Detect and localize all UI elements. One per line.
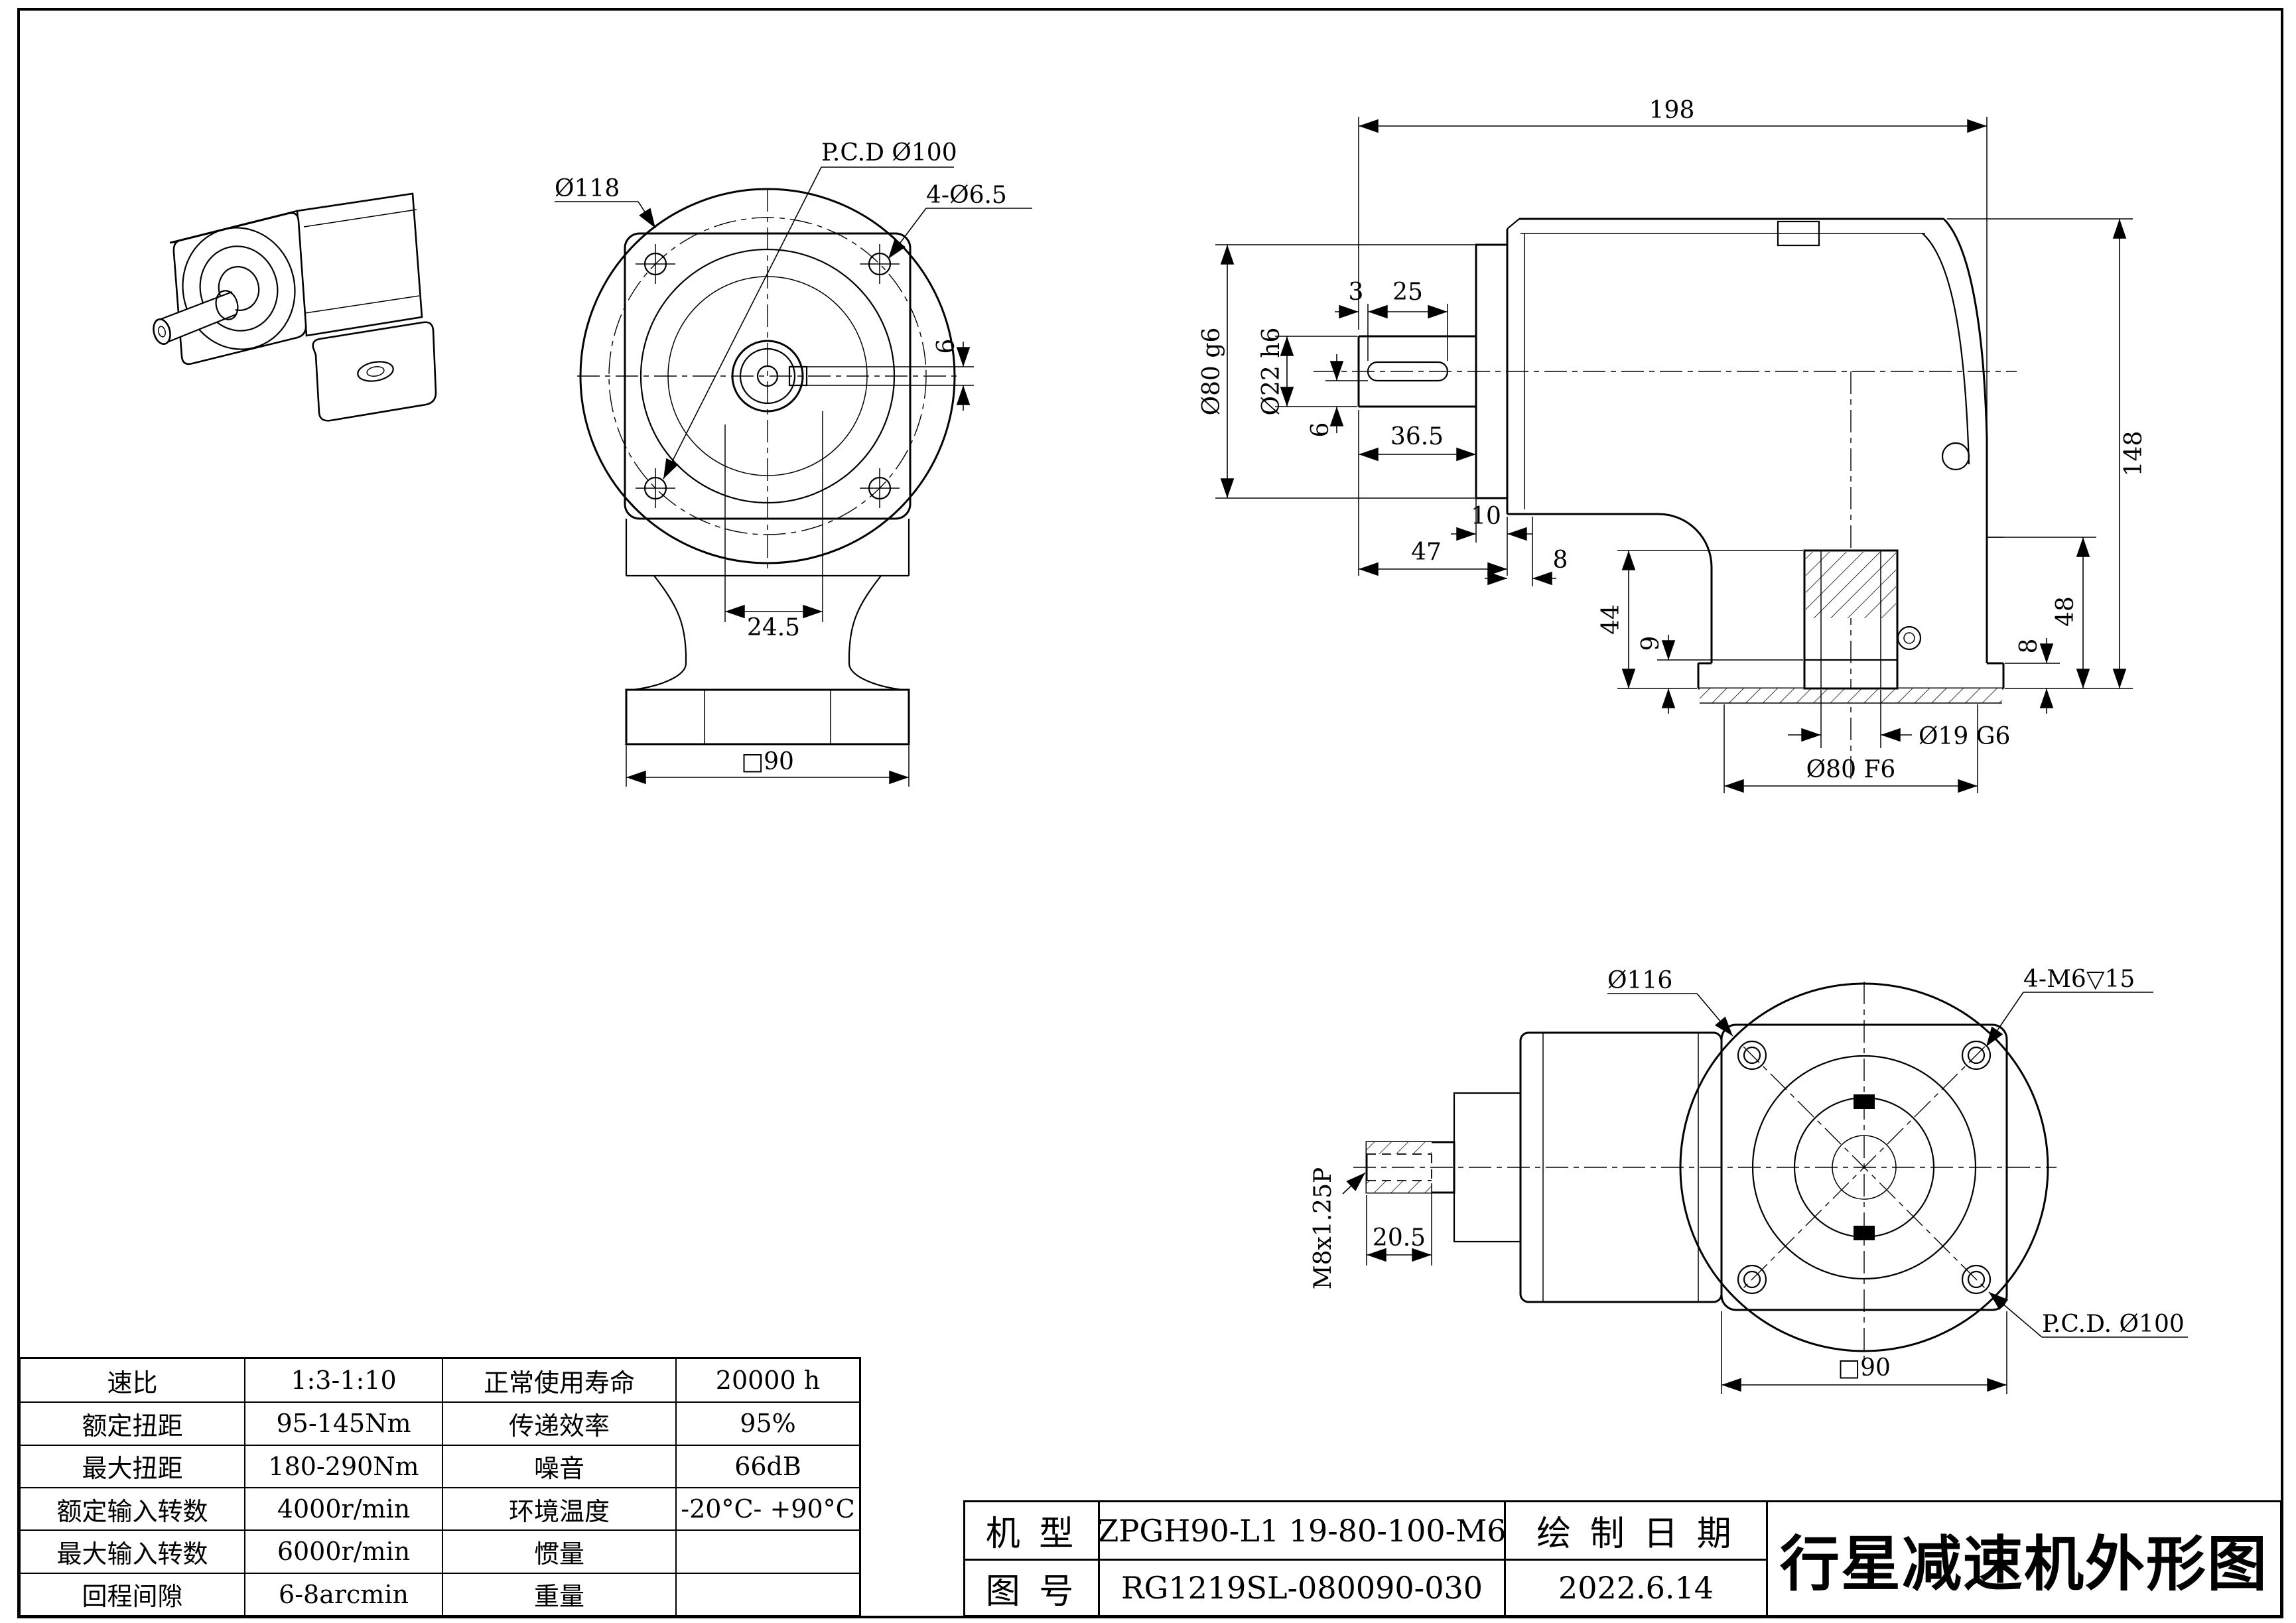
spec-label: 回程间隙 — [82, 1582, 183, 1612]
dim-square90-bottom: □90 — [1838, 1354, 1891, 1382]
spec-label: 最大输入转数 — [56, 1539, 208, 1569]
spec-label: 惯量 — [442, 1531, 675, 1573]
label-pcd100-bottom: P.C.D. Ø100 — [2042, 1311, 2185, 1338]
spec-label: 正常使用寿命 — [442, 1359, 675, 1402]
dim-dia22h6: Ø22 h6 — [1258, 328, 1285, 416]
bottom-view: Ø116 4-M6▽15 P.C.D. Ø100 M8x1.25P 20.5 □… — [1310, 966, 2188, 1394]
front-view: Ø118 P.C.D Ø100 4-Ø6.5 6 24.5 □90 — [555, 139, 1032, 787]
label-m8-thread: M8x1.25P — [1310, 1167, 1337, 1289]
dim-3: 3 — [1349, 279, 1364, 306]
side-housing — [1506, 218, 1988, 663]
label-dia118: Ø118 — [555, 175, 620, 202]
side-output-flange — [1697, 537, 2005, 704]
spec-label: 最大扭距 — [82, 1454, 183, 1484]
spec-value: 6-8arcmin — [244, 1573, 442, 1615]
front-dimensions: Ø118 P.C.D Ø100 4-Ø6.5 6 24.5 □90 — [555, 139, 1032, 787]
front-keyway — [788, 365, 808, 387]
spec-value: -20°C- +90°C — [675, 1488, 859, 1530]
spec-table: 速比 1:3-1:10 正常使用寿命 20000 h 额定扭距 95-145Nm… — [19, 1357, 861, 1617]
drawing-no-value: RG1219SL-080090-030 — [1098, 1559, 1504, 1615]
label-m6-screws: 4-M6▽15 — [2023, 966, 2135, 993]
label-dia116: Ø116 — [1607, 967, 1672, 994]
dim-dia80g6: Ø80 g6 — [1198, 328, 1225, 416]
dim-25: 25 — [1392, 279, 1423, 306]
spec-value: 20000 h — [675, 1359, 859, 1402]
dim-198: 198 — [1649, 97, 1695, 124]
dim-36-5: 36.5 — [1390, 423, 1444, 450]
spec-row: 额定扭距 95-145Nm 传递效率 95% — [21, 1401, 859, 1445]
spec-label: 重量 — [442, 1573, 675, 1615]
front-bolt-holes — [636, 244, 900, 508]
spec-label: 额定输入转数 — [56, 1496, 208, 1526]
bottom-screw-holes — [1737, 1040, 1992, 1295]
pcd-circle — [608, 217, 927, 535]
dim-24-5: 24.5 — [747, 614, 800, 641]
dim-dia19g6: Ø19 G6 — [1919, 723, 2010, 750]
dim-148: 148 — [2120, 431, 2147, 477]
side-lift-hole — [1941, 442, 1970, 471]
sheet-title: 行星减速机外形图 — [1766, 1502, 2280, 1615]
dim-6-side: 6 — [1307, 422, 1334, 438]
model-label: 机 型 — [985, 1514, 1078, 1554]
spec-row: 额定输入转数 4000r/min 环境温度 -20°C- +90°C — [21, 1487, 859, 1530]
bottom-dia116-circle — [1679, 982, 2049, 1352]
dim-9: 9 — [1637, 636, 1664, 651]
sheet-border — [17, 8, 2283, 1618]
dim-dia80f6: Ø80 F6 — [1806, 756, 1896, 783]
dim-10: 10 — [1471, 503, 1501, 530]
isometric-view — [153, 192, 437, 422]
front-body — [625, 519, 910, 746]
spec-row: 速比 1:3-1:10 正常使用寿命 20000 h — [21, 1359, 859, 1402]
side-output-boss — [1803, 549, 1899, 690]
dim-47: 47 — [1411, 539, 1442, 566]
spec-value: 4000r/min — [244, 1488, 442, 1530]
iso-flange-face — [172, 212, 307, 365]
spec-value: 66dB — [675, 1445, 859, 1487]
spec-row: 最大输入转数 6000r/min 惯量 — [21, 1529, 859, 1573]
iso-shaft-end — [153, 318, 171, 345]
front-shaft-circle — [731, 340, 804, 413]
bottom-motor-body — [1365, 1031, 1723, 1303]
spec-label: 噪音 — [442, 1445, 675, 1487]
bottom-key-tab-bottom — [1854, 1226, 1875, 1240]
date-value: 2022.6.14 — [1504, 1559, 1766, 1615]
dim-key-offset: 6 — [933, 339, 960, 354]
label-bolt-holes: 4-Ø6.5 — [926, 182, 1007, 209]
side-dimensions: 198 148 Ø80 g6 Ø22 h6 3 25 6 — [1198, 97, 2147, 793]
spec-value: 1:3-1:10 — [244, 1359, 442, 1402]
dim-8-wall: 8 — [1553, 547, 1568, 574]
spec-value — [675, 1531, 859, 1573]
spec-label: 传递效率 — [442, 1403, 675, 1445]
dim-square90-front: □90 — [741, 748, 794, 775]
label-pcd100-front: P.C.D Ø100 — [821, 139, 957, 166]
bottom-flange-square — [1720, 1023, 2008, 1311]
model-value: ZPGH90-L1 19-80-100-M6 — [1098, 1502, 1504, 1559]
side-input-shaft — [1357, 335, 1476, 408]
spec-label: 额定扭距 — [82, 1411, 183, 1441]
front-dia118-circle — [579, 188, 956, 564]
dim-44: 44 — [1597, 604, 1625, 635]
drawing-no-label: 图 号 — [965, 1559, 1098, 1615]
spec-label: 速比 — [107, 1368, 158, 1397]
dim-48: 48 — [2052, 596, 2079, 627]
bottom-key-tab-top — [1854, 1094, 1875, 1109]
side-view: 198 148 Ø80 g6 Ø22 h6 3 25 6 — [1198, 97, 2147, 793]
spec-value: 95-145Nm — [244, 1403, 442, 1445]
spec-value — [675, 1573, 859, 1615]
dim-20-5: 20.5 — [1373, 1224, 1426, 1252]
front-flange-square — [624, 232, 912, 520]
spec-label: 环境温度 — [442, 1488, 675, 1530]
spec-row: 最大扭距 180-290Nm 噪音 66dB — [21, 1444, 859, 1487]
bottom-dimensions: Ø116 4-M6▽15 P.C.D. Ø100 M8x1.25P 20.5 □… — [1310, 966, 2188, 1394]
spec-value: 6000r/min — [244, 1531, 442, 1573]
side-keyway — [1367, 361, 1449, 382]
spec-value: 180-290Nm — [244, 1445, 442, 1487]
spec-row: 回程间隙 6-8arcmin 重量 — [21, 1572, 859, 1615]
spec-value: 95% — [675, 1403, 859, 1445]
dim-8-flange: 8 — [2015, 639, 2043, 654]
iso-output-flange — [312, 321, 437, 422]
title-block: 机 型 ZPGH90-L1 19-80-100-M6 绘 制 日 期 行星减速机… — [963, 1500, 2282, 1617]
date-label: 绘 制 日 期 — [1504, 1502, 1766, 1559]
